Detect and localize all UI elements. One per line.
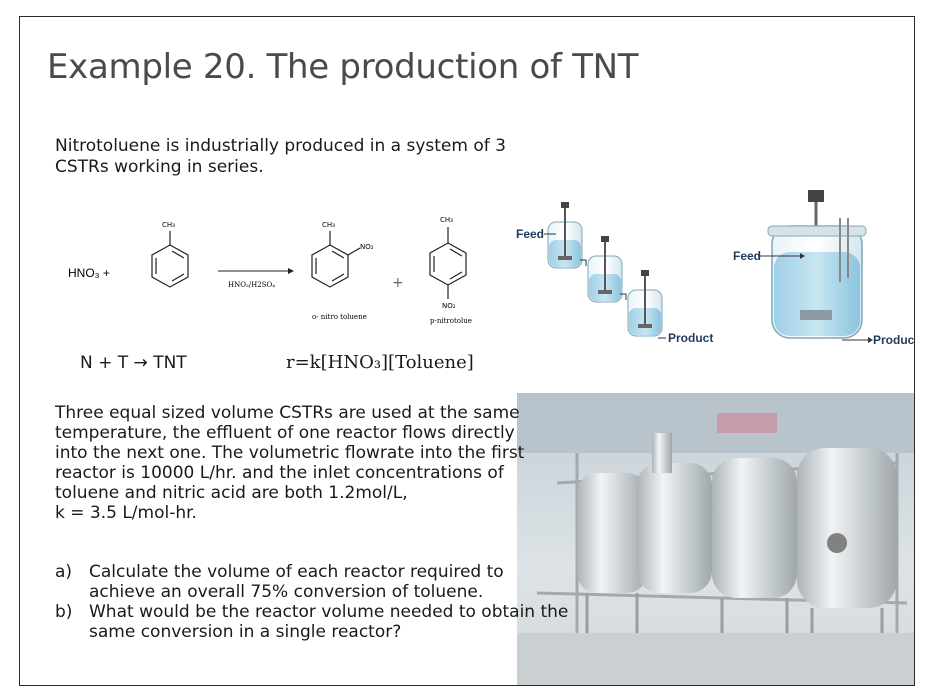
cstr-illustration: Feed Product Feed Product [516,190,915,347]
ortho-no2-label: NO₂ [360,243,374,251]
ortho-nitrotoluene-structure [311,231,361,288]
ortho-name: o- nitro toluene [312,313,367,321]
series-feed-label: Feed [516,227,544,241]
question-a: a) Calculate the volume of each reactor … [55,562,575,602]
body-line: toluene and nitric acid are both 1.2mol/… [55,483,408,503]
slide: Example 20. The production of TNT Nitrot… [19,16,915,686]
cstr-diagrams: Feed Product Feed Product [490,182,915,362]
questions-list: a) Calculate the volume of each reactor … [55,562,575,642]
reaction-arrow [218,268,294,274]
para-no2-label: NO₂ [442,302,456,310]
ortho-ch3-label: CH₃ [322,221,335,229]
body-line: Three equal sized volume CSTRs are used … [55,403,520,423]
industrial-reactors-photo [517,393,914,685]
reactant-nitric-acid: HNO₃ + [68,266,110,280]
para-nitrotoluene-structure [429,227,467,299]
intro-text: Nitrotoluene is industrially produced in… [55,136,506,177]
single-product-label: Product [873,333,915,347]
rate-expression: r=k[HNO₃][Toluene] [286,352,474,373]
problem-description: Three equal sized volume CSTRs are used … [55,403,565,523]
para-name: p-nitrotolue [430,317,472,325]
question-text: What would be the reactor volume needed … [89,602,569,642]
body-line: into the next one. The volumetric flowra… [55,443,525,463]
catalyst-label: HNO₃/H2SO₄ [228,281,275,289]
reaction-scheme: HNO₃ + CH₃ HNO₃/H2SO₄ [50,195,490,345]
plus-sign: + [392,275,404,291]
series-reactor-3 [627,270,663,337]
slide-title: Example 20. The production of TNT [47,47,639,87]
question-label: a) [55,562,73,582]
single-feed-label: Feed [733,249,761,263]
toluene-ch3-label: CH₃ [162,221,175,229]
reactor-photo-illustration [517,393,914,685]
series-product-label: Product [668,331,713,345]
single-reactor: Feed Product [733,190,915,347]
series-reactor-1 [547,202,583,269]
body-line: temperature, the effluent of one reactor… [55,423,515,443]
body-line: k = 3.5 L/mol-hr. [55,503,197,523]
series-reactor-2 [587,236,623,303]
question-label: b) [55,602,73,622]
series-reactors: Feed Product [516,202,713,345]
body-line: reactor is 10000 L/hr. and the inlet con… [55,463,504,483]
stoichiometry-line: N + T → TNT [80,353,187,373]
photo-tank-2 [637,433,712,593]
question-text: Calculate the volume of each reactor req… [89,562,504,602]
para-ch3-label: CH₃ [440,216,453,224]
toluene-structure [151,231,189,288]
question-b: b) What would be the reactor volume need… [55,602,575,642]
reaction-diagram: HNO₃ + CH₃ HNO₃/H2SO₄ [68,216,472,325]
